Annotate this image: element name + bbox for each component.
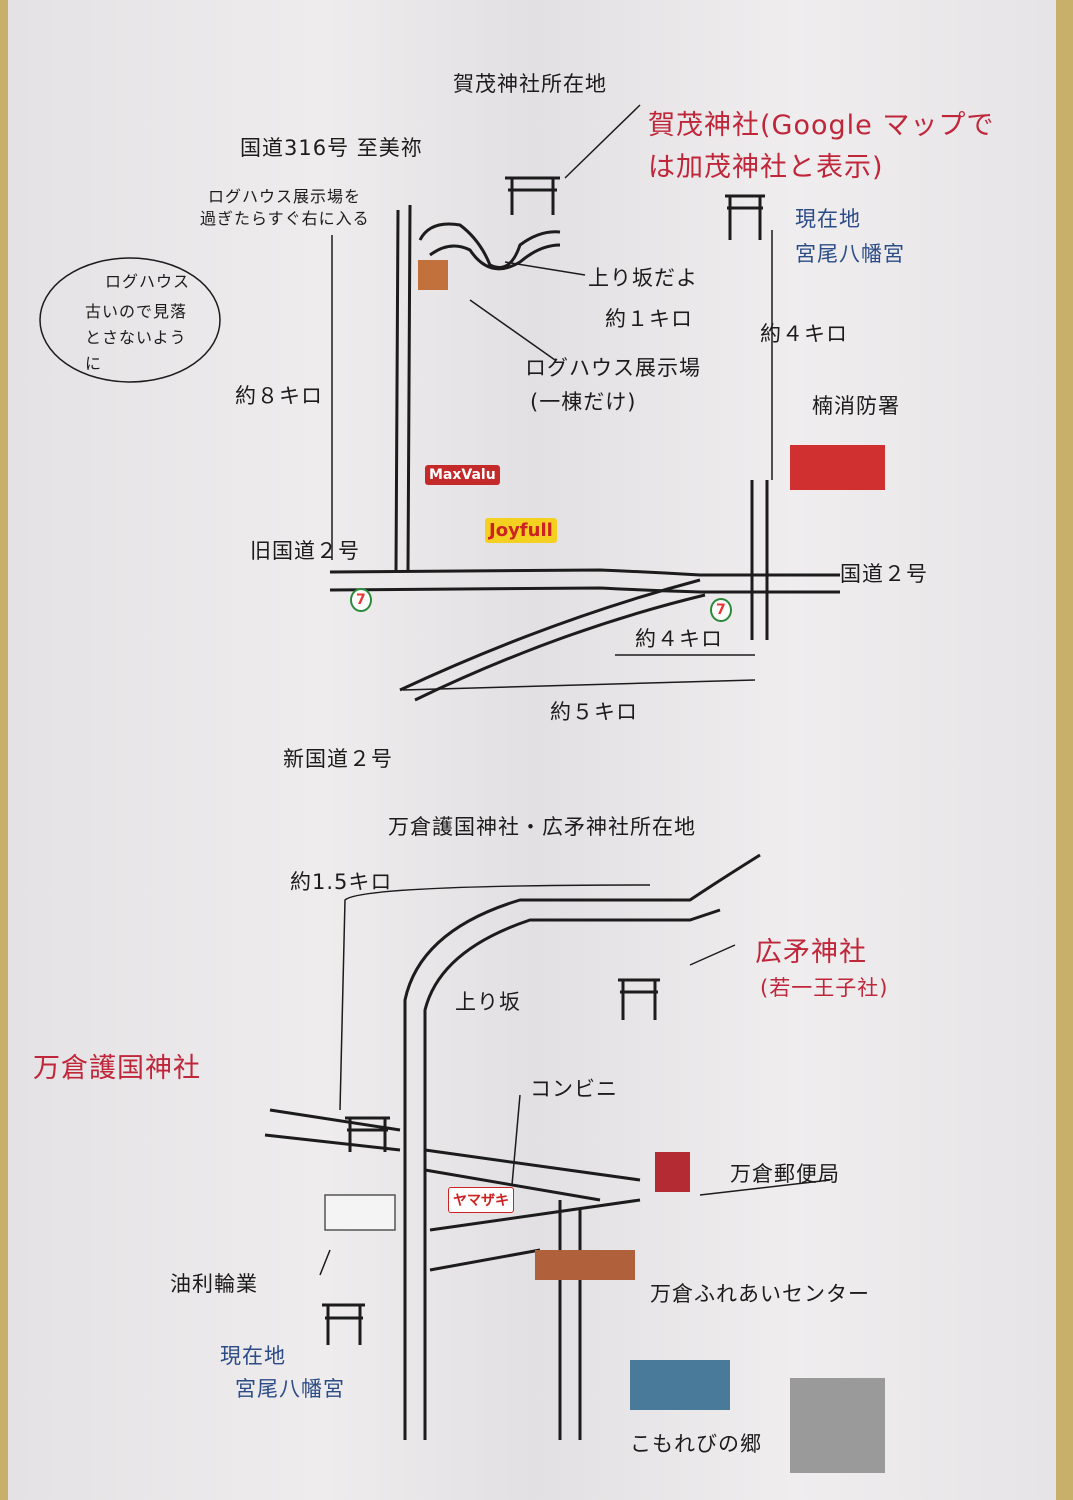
hiroho-shrine-note: (若一王子社) <box>760 976 889 1000</box>
lower-main-road <box>403 853 761 1440</box>
fureai-building-icon <box>535 1250 635 1280</box>
bubble-text: 古いので見落 <box>85 302 188 321</box>
uphill-label-2: 上り坂 <box>455 990 521 1014</box>
arrow-5km <box>402 679 756 691</box>
branch-road <box>418 222 561 271</box>
lower-loop <box>558 1200 582 1440</box>
distance-4km-mid: 約４キロ <box>635 627 723 651</box>
loghouse-direction-label: ログハウス展示場を <box>208 187 362 206</box>
new-route2-label: 新国道２号 <box>283 747 393 771</box>
current-location-label: 現在地 <box>795 207 861 231</box>
old-route2-label: 旧国道２号 <box>250 539 360 563</box>
hiroho-shrine-label: 広矛神社 <box>755 937 867 968</box>
loghouse-note: (一棟だけ) <box>530 390 637 414</box>
bubble-text: ログハウス <box>105 272 191 291</box>
makura-gokoku-shrine-label: 万倉護国神社 <box>33 1053 201 1084</box>
yamazaki-logo: ヤマザキ <box>448 1187 514 1213</box>
distance-1km: 約１キロ <box>605 307 693 331</box>
speech-bubble <box>39 257 221 383</box>
new-route2 <box>399 578 706 702</box>
fire-truck-icon <box>790 445 885 490</box>
loghouse-icon <box>418 260 448 290</box>
arrow-15km <box>339 884 651 1111</box>
fire-station-label: 楠消防署 <box>812 394 900 418</box>
right-road <box>750 480 769 640</box>
komorebi-building-icon <box>630 1360 730 1410</box>
torii-icon <box>725 194 765 240</box>
route2-label: 国道２号 <box>840 562 928 586</box>
bubble-text: に <box>85 354 103 373</box>
qr-code <box>790 1378 885 1473</box>
route-316-label: 国道316号 至美祢 <box>240 136 423 160</box>
torii-icon <box>322 1303 365 1345</box>
torii-icon <box>505 176 560 215</box>
miyao-hachimangu-label: 宮尾八幡宮 <box>795 242 905 266</box>
miyao-hachimangu-label: 宮尾八幡宮 <box>235 1377 345 1401</box>
joyfull-logo: Joyfull <box>485 518 557 543</box>
seven-eleven-logo: 7 <box>350 588 372 612</box>
route-316-road <box>394 204 412 571</box>
distance-4km: 約４キロ <box>760 322 848 346</box>
loghouse-label: ログハウス展示場 <box>525 356 701 380</box>
truck-icon <box>324 1194 396 1231</box>
makura-location-label: 万倉護国神社・広矛神社所在地 <box>388 815 696 839</box>
distance-5km: 約５キロ <box>550 700 638 724</box>
post-office-label: 万倉郵便局 <box>730 1162 840 1186</box>
yuri-cycle-label: 油利輪業 <box>170 1272 258 1296</box>
old-route2 <box>329 568 840 594</box>
distance-8km: 約８キロ <box>235 384 323 408</box>
distance-1-5km: 約1.5キロ <box>290 870 393 894</box>
post-box-icon <box>655 1152 690 1192</box>
torii-icon <box>618 978 660 1020</box>
torii-icon <box>345 1116 390 1152</box>
convenience-store-label: コンビニ <box>530 1077 618 1101</box>
kamo-location-label: 賀茂神社所在地 <box>453 72 607 96</box>
seven-eleven-logo: 7 <box>710 598 732 622</box>
loghouse-direction-label: 過ぎたらすぐ右に入る <box>200 209 370 228</box>
uphill-label: 上り坂だよ <box>588 266 698 290</box>
pointer-arrow <box>319 104 831 1276</box>
current-location-label: 現在地 <box>220 1344 286 1368</box>
fureai-center-label: 万倉ふれあいセンター <box>650 1282 870 1306</box>
maxvalu-logo: MaxValu <box>425 465 500 485</box>
bubble-text: とさないよう <box>85 328 187 347</box>
kamo-shrine-label: 賀茂神社(Google マップで <box>648 110 995 141</box>
komorebi-label: こもれびの郷 <box>630 1432 762 1456</box>
kamo-shrine-note: は加茂神社と表示) <box>648 152 884 183</box>
